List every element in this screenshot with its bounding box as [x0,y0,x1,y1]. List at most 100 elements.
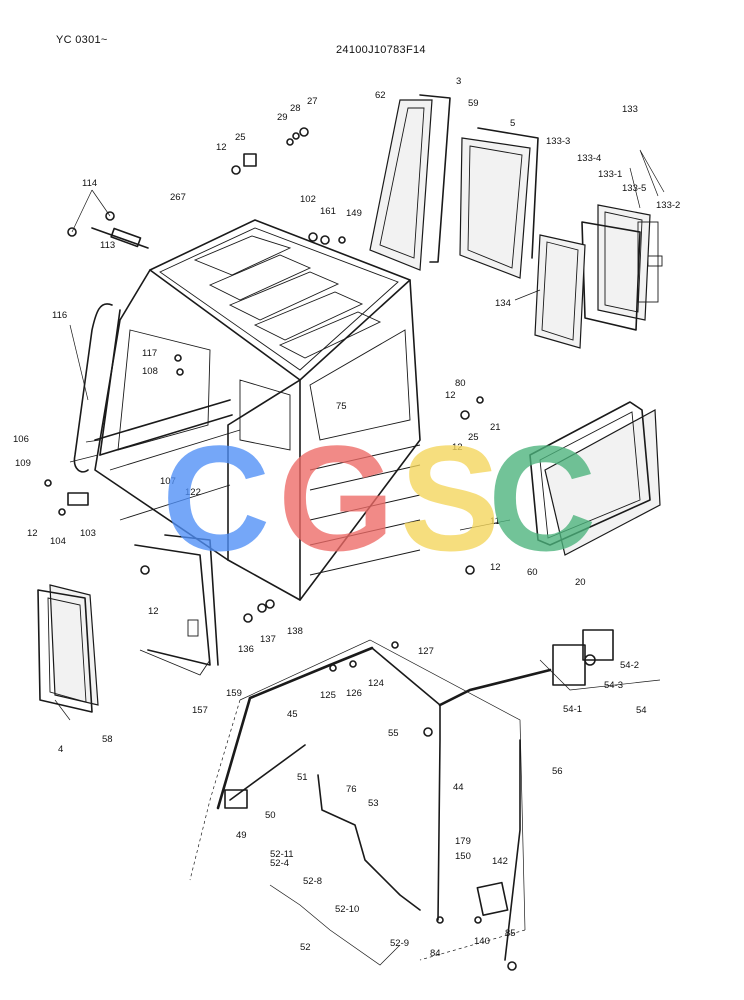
part-label: 11 [490,516,500,527]
part-label: 126 [346,688,362,699]
part-label: 134 [495,298,511,309]
cable-main [438,668,552,707]
fasteners [44,127,517,971]
part-label: 50 [265,810,276,821]
part-label: 54-2 [620,660,639,671]
part-label: 127 [418,646,434,657]
watermark-letter-c2: C [488,414,596,582]
watermark-letter-c1: C [162,414,270,582]
handrail-116 [73,303,113,473]
part-label: 124 [368,678,384,689]
part-label: 53 [368,798,379,809]
lower-window-4 [37,584,99,713]
part-label: 12 [216,142,227,153]
part-label: 52-10 [335,904,359,915]
part-label: 52-11 [270,849,294,860]
part-label: 12 [452,442,463,453]
part-label: 108 [142,366,158,377]
part-label: 149 [346,208,362,219]
part-label: 267 [170,192,186,203]
part-label: 150 [455,851,471,862]
part-number-labels: 362595133133-3133-4133-1133-5133-2122529… [13,76,680,959]
serial-range: YC 0301~ [56,34,108,46]
part-label: 133-2 [656,200,680,211]
part-label: 54-3 [604,680,623,691]
part-label: 62 [375,90,386,101]
watermark-letter-s: S [400,414,500,582]
part-label: 59 [468,98,479,109]
part-label: 27 [307,96,318,107]
antenna-56 [504,739,521,961]
part-label: 44 [453,782,464,793]
work-light-54 [552,629,614,686]
drawing-number: 24100J10783F14 [336,44,426,56]
part-label: 113 [100,240,115,251]
part-label: 12 [490,562,501,573]
part-label: 21 [490,422,501,433]
part-label: 159 [226,688,242,699]
part-label: 58 [102,734,113,745]
part-label: 45 [287,709,298,720]
cable-45 [216,646,374,810]
watermark-letter-g: G [278,414,395,582]
part-label: 12 [27,528,38,539]
part-label: 52-9 [390,938,409,949]
part-label: 116 [52,310,67,321]
part-label: 142 [492,856,508,867]
part-label: 52-8 [303,876,322,887]
part-label: 140 [474,936,490,947]
part-label: 138 [287,626,303,637]
cable-53 [317,774,421,911]
upper-window-62 [369,94,451,271]
part-label: 55 [388,728,399,739]
part-label: 103 [80,528,96,539]
window-134 [534,234,586,349]
part-label: 136 [238,644,254,655]
part-label: 49 [236,830,247,841]
part-label: 3 [456,76,461,87]
part-label: 52 [300,942,311,953]
part-label: 137 [260,634,276,645]
part-label: 133-1 [598,169,622,180]
sliding-window-133 [581,204,663,331]
watermark: C G S C [162,414,596,582]
part-label: 12 [148,606,159,617]
cab-frame [94,219,421,601]
side-window-5 [459,127,539,279]
part-label: 25 [235,132,246,143]
leader-lines [54,149,665,966]
part-label: 179 [455,836,471,847]
part-label: 54 [636,705,647,716]
part-label: 133-5 [622,183,646,194]
part-label: 104 [50,536,66,547]
door-glass-60 [529,401,661,556]
part-label: 54-1 [563,704,582,715]
part-label: 133-3 [546,136,570,147]
part-label: 102 [300,194,316,205]
part-label: 157 [192,705,208,716]
room-lamp-142 [476,881,509,916]
part-label: 133-4 [577,153,601,164]
part-label: 5 [510,118,515,129]
part-label: 85 [505,928,516,939]
part-label: 60 [527,567,538,578]
part-label: 109 [15,458,31,469]
part-label: 52-4 [270,858,289,869]
part-label: 75 [336,401,347,412]
part-label: 56 [552,766,563,777]
wiper-arm-51 [229,744,306,801]
bracket-157 [134,534,219,676]
part-label: 161 [320,206,336,217]
part-label: 25 [468,432,479,443]
part-label: 125 [320,690,336,701]
part-label: 12 [445,390,456,401]
part-label: 20 [575,577,586,588]
part-label: 114 [82,178,97,189]
part-label: 51 [297,772,308,783]
part-label: 133 [622,104,638,115]
part-label: 80 [455,378,466,389]
part-label: 107 [160,476,176,487]
part-label: 28 [290,103,301,114]
